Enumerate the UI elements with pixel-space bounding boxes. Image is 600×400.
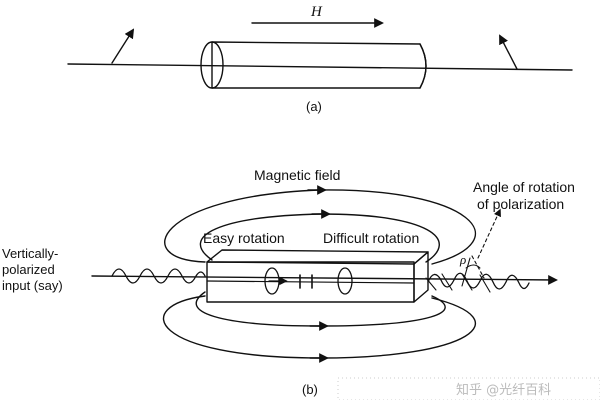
angle-label-line1: Angle of rotation	[473, 179, 575, 195]
difficult-rotation-ellipse	[337, 267, 353, 295]
cylinder	[200, 41, 427, 89]
output-wave	[427, 272, 530, 290]
fiber-axis-a	[67, 63, 573, 71]
propagation-axis	[91, 275, 558, 285]
rho-label: ρ	[459, 252, 466, 267]
caption-a: (a)	[306, 99, 322, 114]
input-label-line1: Vertically-	[2, 246, 58, 261]
easy-rotation-label: Easy rotation	[203, 230, 285, 246]
watermark-text: 知乎 @光纤百科	[456, 382, 551, 398]
polarization-arrow-input	[111, 28, 135, 64]
polarization-arrow-output	[499, 34, 518, 70]
difficult-rotation-label: Difficult rotation	[323, 230, 419, 246]
panel-a: H (a)	[67, 4, 573, 114]
magnetic-field-lines-lower	[163, 291, 477, 363]
caption-b: (b)	[302, 382, 318, 397]
angle-label-line2: of polarization	[477, 196, 564, 212]
magnetic-field-label: Magnetic field	[254, 167, 340, 183]
input-label-line2: polarized	[2, 262, 55, 277]
input-label-line3: input (say)	[2, 278, 63, 293]
faraday-crystal	[206, 249, 429, 303]
field-symbol-label: H	[310, 4, 323, 20]
watermark: 知乎 @光纤百科	[337, 377, 600, 400]
rotation-angle-indicator	[461, 208, 501, 287]
panel-b: Magnetic field Angle of rotation of pola…	[2, 167, 575, 397]
input-wave	[111, 268, 206, 284]
magnetic-field-lines-upper	[164, 185, 477, 265]
